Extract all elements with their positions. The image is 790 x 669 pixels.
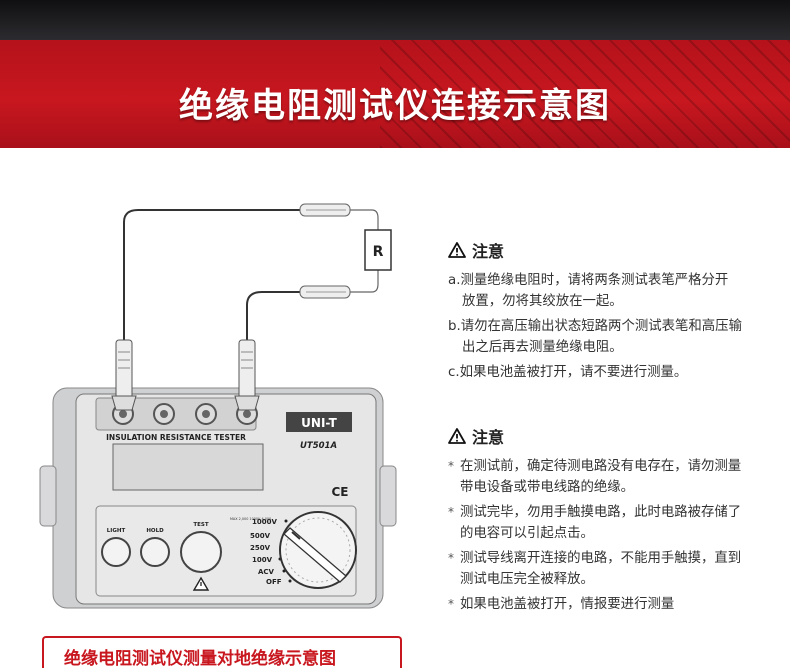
- hold-label: HOLD: [146, 528, 164, 534]
- banner-top-stripe: [0, 0, 790, 40]
- notes-section-1: 注意 a.测量绝缘电阻时，请将两条测试表笔严格分开 放置，勿将其绞放在一起。 b…: [448, 238, 768, 387]
- warning-icon: [448, 428, 466, 444]
- dial-1000v: 1000V: [252, 518, 277, 526]
- hold-button: [140, 537, 170, 567]
- resistor: [364, 229, 392, 271]
- tester-diagram: R UNI-T UT501A INSULATION RESISTANCE TES…: [39, 203, 397, 609]
- model-label: UT501A: [300, 441, 337, 451]
- dial-acv: ACV: [258, 568, 275, 576]
- test-lead-left: [123, 209, 300, 352]
- panel-label: INSULATION RESISTANCE TESTER: [106, 433, 246, 442]
- notes-heading-2: 注意: [448, 424, 768, 448]
- probe-plug-left: [111, 339, 137, 411]
- header-banner: 绝缘电阻测试仪连接示意图: [0, 0, 790, 148]
- probe-plug-right: [234, 339, 260, 411]
- warning-icon: [448, 242, 466, 258]
- caution-item-3: * 测试导线离开连接的电路，不能用手触摸，直到测试电压完全被释放。: [448, 551, 742, 587]
- dial-250v: 250V: [250, 544, 271, 552]
- notes-section-2: 注意 * 在测试前，确定待测电路没有电存在，请勿测量带电设备或带电线路的绝缘。 …: [448, 424, 768, 619]
- warning-icon: [192, 576, 210, 591]
- next-section-caption: 绝缘电阻测试仪测量对地绝缘示意图: [42, 636, 402, 669]
- caution-item-1: * 在测试前，确定待测电路没有电存在，请勿测量带电设备或带电线路的绝缘。: [448, 459, 742, 495]
- ce-mark: CE: [331, 485, 348, 499]
- dial-off: OFF: [266, 578, 282, 586]
- note-item-b: b.请勿在高压输出状态短路两个测试表笔和高压输 出之后再去测量绝缘电阻。: [448, 319, 742, 355]
- dial-pointer: [283, 527, 347, 583]
- brand-logo: UNI-T: [301, 416, 337, 430]
- caution-item-2: * 测试完毕，勿用手触摸电路，此时电路被存储了的电容可以引起点击。: [448, 505, 742, 541]
- max-label: MAX 2,000 1000V 4,000: [230, 517, 271, 521]
- page-title: 绝缘电阻测试仪连接示意图: [179, 86, 611, 126]
- light-label: LIGHT: [107, 528, 126, 534]
- note-item-c: c.如果电池盖被打开，请不要进行测量。: [448, 365, 688, 380]
- notes-heading-1: 注意: [448, 238, 768, 262]
- caution-item-4: * 如果电池盖被打开，情报要进行测量: [448, 597, 675, 612]
- dial-100v: 100V: [252, 556, 273, 564]
- dial-500v: 500V: [250, 532, 271, 540]
- brand-plate: [286, 412, 352, 432]
- light-button: [101, 537, 131, 567]
- note-item-a: a.测量绝缘电阻时，请将两条测试表笔严格分开 放置，勿将其绞放在一起。: [448, 273, 729, 309]
- alligator-clip-top: [299, 203, 379, 230]
- test-button: [180, 531, 222, 573]
- circuit-pattern: [380, 40, 790, 148]
- test-label: TEST: [193, 522, 208, 528]
- alligator-clip-bottom: [299, 270, 379, 299]
- resistor-label: R: [373, 244, 384, 260]
- lcd-screen: [112, 443, 264, 491]
- test-lead-right: [246, 291, 300, 352]
